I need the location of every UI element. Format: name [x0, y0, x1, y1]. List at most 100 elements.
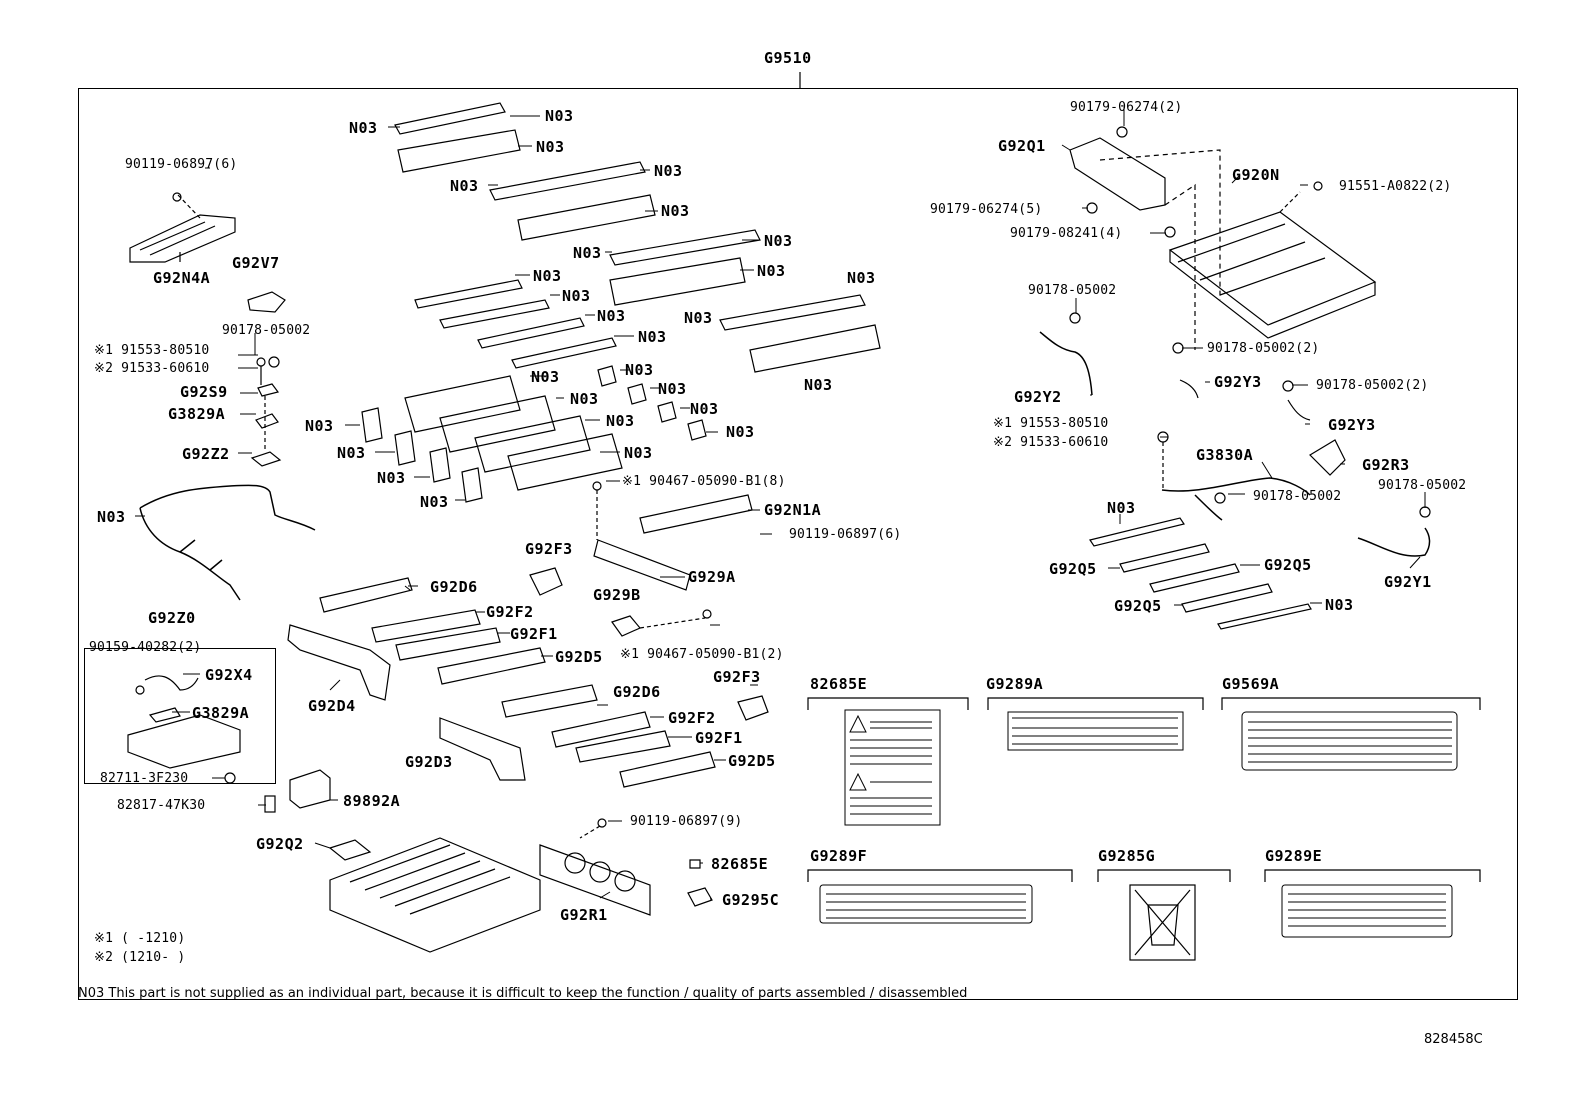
part-label: G3829A	[192, 704, 250, 722]
label-title: G9285G	[1098, 847, 1156, 865]
part-label: N03	[450, 177, 479, 195]
legend-r1: ※1 ( -1210)	[94, 931, 186, 946]
harness-g3830a-shape	[1161, 477, 1311, 521]
part-label: ※1 91553-80510	[993, 416, 1109, 431]
part-label: N03	[420, 493, 449, 511]
part-label: G92Q5	[1264, 556, 1312, 574]
part-label: N03	[1325, 596, 1354, 614]
part-label: N03	[97, 508, 126, 526]
part-label: N03	[377, 469, 406, 487]
part-label: G92Z0	[148, 609, 196, 627]
part-label: G920N	[1232, 166, 1280, 184]
wire-harness-left-shape	[139, 484, 316, 601]
part-label: 90178-05002(2)	[1316, 378, 1429, 393]
part-label: G92N1A	[764, 501, 822, 519]
part-label: ※2 91533-60610	[993, 435, 1109, 450]
part-label: N03	[757, 262, 786, 280]
part-label: G92F1	[510, 625, 558, 643]
bracket-g92r3-shape	[1309, 439, 1346, 476]
part-label: 90159-40282(2)	[89, 640, 202, 655]
part-label: G92Q2	[256, 835, 304, 853]
part-label: G92Z2	[182, 445, 230, 463]
part-label: G92X4	[205, 666, 253, 684]
part-label: 90119-06897(6)	[125, 157, 238, 172]
part-label: N03	[305, 417, 334, 435]
duct-g92f2-upper-shape	[371, 609, 481, 643]
part-label: G92F2	[668, 709, 716, 727]
bracket-g92d4-shape	[287, 624, 391, 701]
legend-r2: ※2 (1210- )	[94, 950, 186, 965]
part-label: ※1 90467-05090-B1(2)	[620, 647, 784, 662]
part-label: 90179-08241(4)	[1010, 226, 1123, 241]
harness-g92y3-b-shape	[1287, 399, 1311, 421]
part-label: N03	[337, 444, 366, 462]
duct-g92f1-upper-shape	[395, 627, 501, 661]
part-label: N03	[764, 232, 793, 250]
part-label: G92D6	[430, 578, 478, 596]
g92z0-subassembly-frame	[84, 648, 276, 784]
part-label: 90179-06274(2)	[1070, 100, 1183, 115]
bracket-g92d3-shape	[439, 717, 526, 781]
part-label: N03	[597, 307, 626, 325]
part-label: N03	[562, 287, 591, 305]
part-label: G929A	[688, 568, 736, 586]
plug-82817-shape	[264, 795, 276, 813]
part-label: N03	[847, 269, 876, 287]
part-label: N03	[690, 400, 719, 418]
warning-label-g9569a	[1241, 711, 1458, 771]
plate-g92r1-shape	[539, 818, 651, 916]
part-label: N03	[1107, 499, 1136, 517]
part-label: N03	[606, 412, 635, 430]
leader-lines	[135, 105, 1426, 900]
recycle-label-g9285g	[1129, 884, 1196, 961]
part-label: N03	[570, 390, 599, 408]
part-label: G92Y3	[1328, 416, 1376, 434]
part-label: G92D5	[728, 752, 776, 770]
part-label: 90119-06897(9)	[630, 814, 743, 829]
part-label: 90178-05002	[1378, 478, 1467, 493]
assembly-number: G9510	[764, 49, 812, 67]
part-label: G92Y3	[1214, 373, 1262, 391]
part-label: G929B	[593, 586, 641, 604]
strip-g92q5-2-shape	[1149, 563, 1240, 593]
part-label: 82685E	[711, 855, 769, 873]
connector-g9295c-shape	[687, 887, 713, 907]
label-title: G9289A	[986, 675, 1044, 693]
part-label: ※1 91553-80510	[94, 343, 210, 358]
strip-g92q5-3-shape	[1181, 583, 1273, 613]
part-label: N03	[661, 202, 690, 220]
part-label: ※2 91533-60610	[94, 361, 210, 376]
part-label: 90178-05002	[1028, 283, 1117, 298]
part-label: G92D4	[308, 697, 356, 715]
part-label: N03	[804, 376, 833, 394]
part-label: 90119-06897(6)	[789, 527, 902, 542]
strip-g92q5-1-shape	[1119, 543, 1210, 573]
assembly-frame	[78, 88, 1518, 1000]
warning-label-g9289e	[1281, 884, 1453, 938]
cover-g920n-shape	[1168, 181, 1377, 339]
part-label: N03	[684, 309, 713, 327]
label-title: G9569A	[1222, 675, 1280, 693]
duct-g92d6-upper-shape	[319, 577, 413, 613]
warning-label-g9289a	[1007, 711, 1184, 751]
part-label: 91551-A0822(2)	[1339, 179, 1452, 194]
part-label: N03	[349, 119, 378, 137]
g92z0-subframe-parts	[127, 675, 241, 769]
part-label: N03	[545, 107, 574, 125]
part-label: 90178-05002	[222, 323, 311, 338]
part-label: ※1 90467-05090-B1(8)	[622, 474, 786, 489]
part-label: G92D3	[405, 753, 453, 771]
part-label: G92R1	[560, 906, 608, 924]
bracket-g92n4a-shape	[129, 192, 236, 263]
part-label: G92F3	[525, 540, 573, 558]
duct-g92d6-lower-shape	[501, 684, 598, 718]
part-label: 82817-47K30	[117, 798, 206, 813]
part-label: G3830A	[1196, 446, 1254, 464]
duct-g92d5-lower-shape	[619, 751, 716, 788]
part-label: G92S9	[180, 383, 228, 401]
part-label: 90178-05002(2)	[1207, 341, 1320, 356]
part-label: G92D5	[555, 648, 603, 666]
strip-n03-right-shape	[1089, 517, 1185, 547]
